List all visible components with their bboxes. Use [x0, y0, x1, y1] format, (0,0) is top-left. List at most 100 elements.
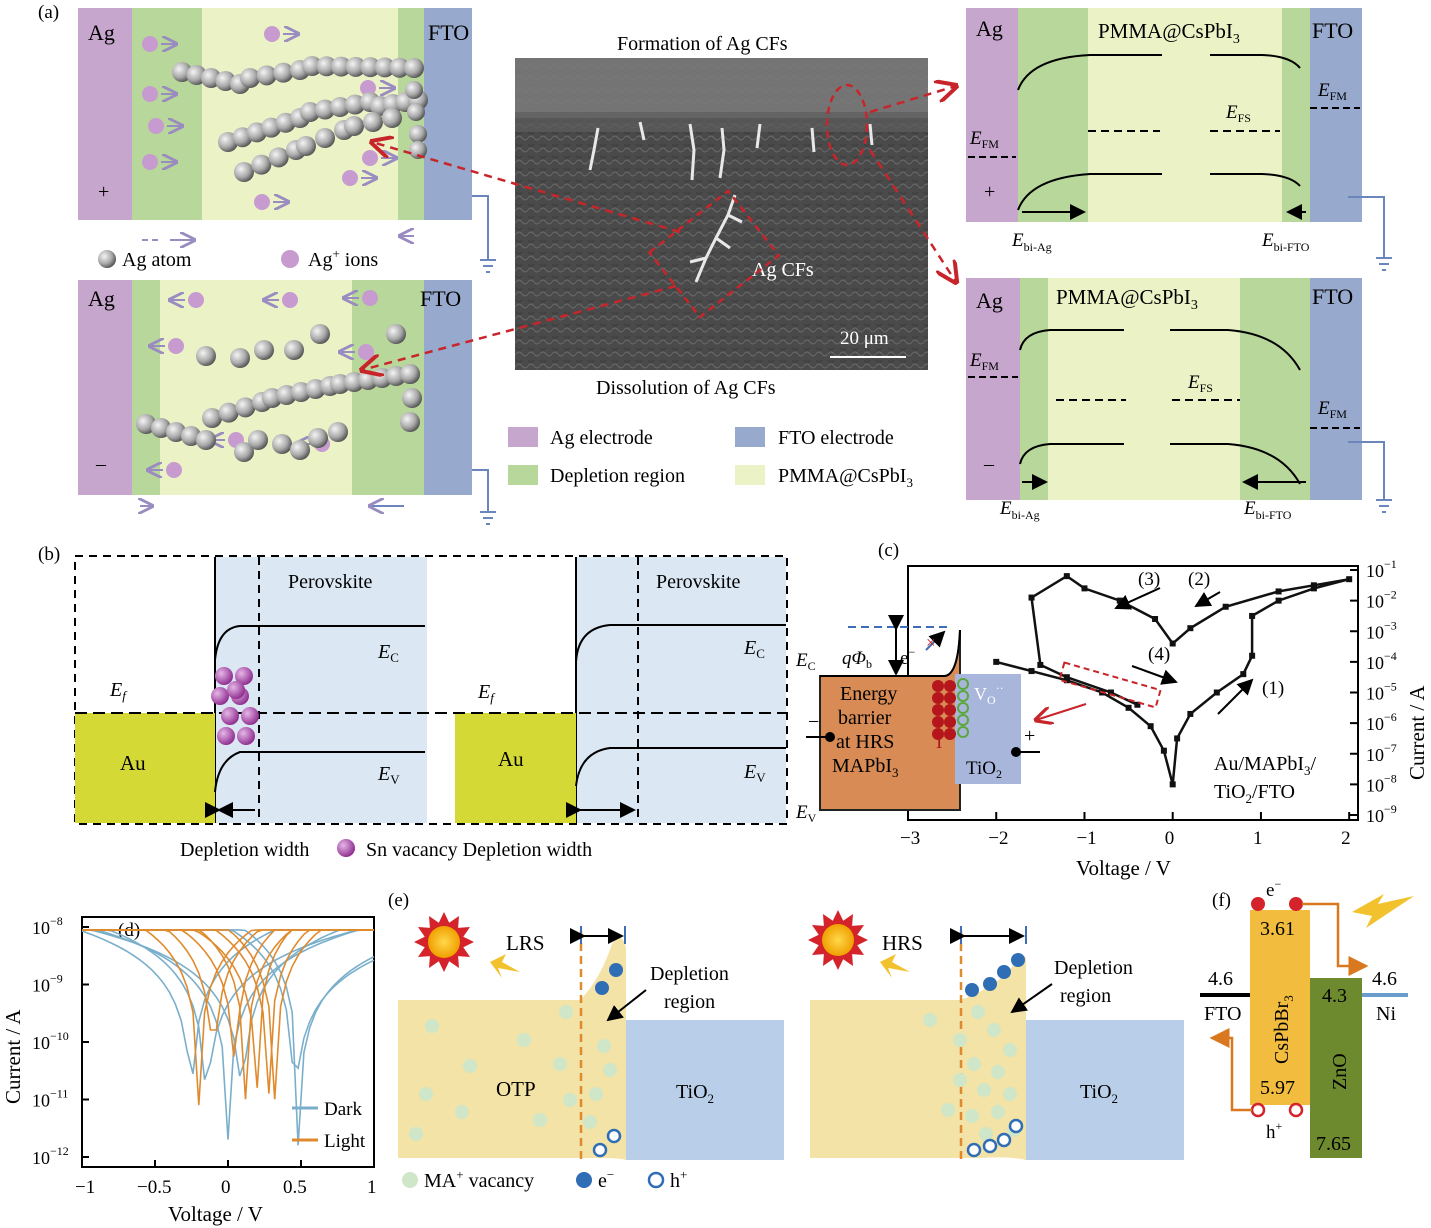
data-point [1222, 603, 1229, 610]
data-point [1240, 671, 1247, 678]
ag-atom [389, 57, 410, 78]
svg-text:I−: I− [936, 729, 949, 753]
x-tick-label: 0 [221, 1177, 231, 1198]
ag-ion [282, 292, 298, 308]
sn-vacancy [227, 681, 245, 699]
ma-vacancy [991, 1065, 1005, 1079]
ma-vacancy [971, 1005, 985, 1019]
ag-ion [358, 344, 374, 360]
svg-text:Depletion: Depletion [650, 963, 729, 985]
ag-atom [296, 136, 316, 156]
svg-text:(f): (f) [1212, 890, 1231, 911]
ag-ion [264, 26, 280, 42]
ag-atom [234, 442, 254, 462]
band-diagram-bottom-right: Ag FTO PMMA@CsPbI3 EFM – EFS EFM Ebi-Ag … [966, 278, 1392, 522]
electron [609, 963, 623, 977]
electron [997, 965, 1011, 979]
y-tick-label: 10−2 [1366, 588, 1397, 612]
ag-atom [300, 102, 320, 122]
ma-vacancy [1003, 1087, 1017, 1101]
svg-text:h+: h+ [1266, 1119, 1283, 1143]
svg-text:+: + [984, 181, 995, 203]
sun-core [428, 926, 460, 958]
panel-e: (e) LRS Depletion region OTP TiO2 HRS De… [388, 890, 1184, 1192]
sn-vacancy [217, 727, 235, 745]
y-tick-label: 10−8 [32, 914, 63, 938]
svg-text:Ag: Ag [976, 288, 1003, 313]
ma-vacancy [553, 1057, 567, 1071]
ma-vacancy [563, 1093, 577, 1107]
depletion-region [132, 8, 202, 220]
formation-title: Formation of Ag CFs [617, 33, 788, 55]
svg-text:EFS: EFS [1187, 372, 1213, 395]
svg-text:4.6: 4.6 [1372, 968, 1397, 990]
svg-text:EV: EV [743, 761, 766, 785]
ag-atom [254, 340, 274, 360]
iodide-ion [932, 704, 944, 716]
oxygen-vacancy [957, 726, 969, 738]
svg-text:7.65: 7.65 [1316, 1133, 1351, 1155]
ag-atom [402, 388, 422, 408]
iv-curve [82, 929, 374, 1057]
iodide-ion [932, 716, 944, 728]
y-tick-label: 10−5 [1366, 680, 1397, 704]
y-tick-label: 10−6 [1366, 710, 1397, 734]
ag-atom [218, 402, 239, 423]
iodide-ion [944, 728, 956, 740]
svg-text:h+: h+ [670, 1167, 687, 1192]
dissolution-title: Dissolution of Ag CFs [596, 377, 776, 399]
ag-ion [360, 80, 376, 96]
svg-text:PMMA@CsPbI3: PMMA@CsPbI3 [778, 465, 913, 490]
ag-atom [409, 125, 427, 143]
ag-ion [168, 338, 184, 354]
data-point [1116, 597, 1123, 604]
band-diagram-top-right: Ag FTO PMMA@CsPbI3 EFM + EFS EFM Ebi-Ag … [966, 8, 1392, 271]
svg-text:EFS: EFS [1225, 102, 1251, 125]
svg-text:Perovskite: Perovskite [656, 571, 741, 593]
ag-atom [196, 430, 216, 450]
ma-vacancy [455, 1105, 469, 1119]
svg-text:EFM: EFM [969, 128, 999, 151]
atom-ion-legend: Ag atom Ag+ ions [98, 236, 414, 271]
x-tick-label: −1 [1076, 828, 1096, 849]
svg-text:Current / A: Current / A [1, 1009, 25, 1104]
ag-ion [362, 150, 378, 166]
ma-vacancy [923, 1013, 937, 1027]
lightning-icon [490, 954, 520, 978]
svg-text:e−: e− [900, 645, 915, 669]
svg-text:Voltage / V: Voltage / V [1076, 856, 1171, 880]
electron [983, 977, 997, 991]
ag-atom [251, 154, 272, 175]
svg-text:EC: EC [743, 637, 765, 661]
svg-text:(1): (1) [1262, 678, 1284, 699]
svg-text:e−: e− [1266, 877, 1281, 901]
svg-text:OTP: OTP [496, 1077, 536, 1101]
data-point [1275, 597, 1282, 604]
ag-atom [316, 56, 337, 77]
data-point [1275, 588, 1282, 595]
ag-atom [235, 397, 256, 418]
y-tick-label: 10−10 [32, 1029, 69, 1053]
ag-atom [248, 430, 268, 450]
y-tick-label: 10−11 [32, 1087, 68, 1111]
svg-text:Energy: Energy [840, 683, 897, 705]
data-point [1213, 689, 1220, 696]
ag-atom-label: Ag atom [122, 249, 192, 271]
x-tick-label: 0 [1165, 828, 1175, 849]
ag-atom [302, 56, 322, 76]
data-point [1169, 781, 1176, 788]
svg-text:Perovskite: Perovskite [288, 571, 373, 593]
ag-ion [362, 290, 378, 306]
svg-text:TiO2: TiO2 [676, 1081, 714, 1106]
ag-ion [142, 36, 158, 52]
ag-atom [308, 428, 328, 448]
data-point [1147, 723, 1154, 730]
data-point [1174, 735, 1181, 742]
ag-ion [142, 86, 158, 102]
svg-text:region: region [664, 991, 715, 1013]
ma-vacancy [967, 1057, 981, 1071]
svg-text:EFM: EFM [969, 350, 999, 373]
sn-vacancy [237, 727, 255, 745]
ma-vacancy [419, 1087, 433, 1101]
ma-vacancy [603, 1063, 617, 1077]
